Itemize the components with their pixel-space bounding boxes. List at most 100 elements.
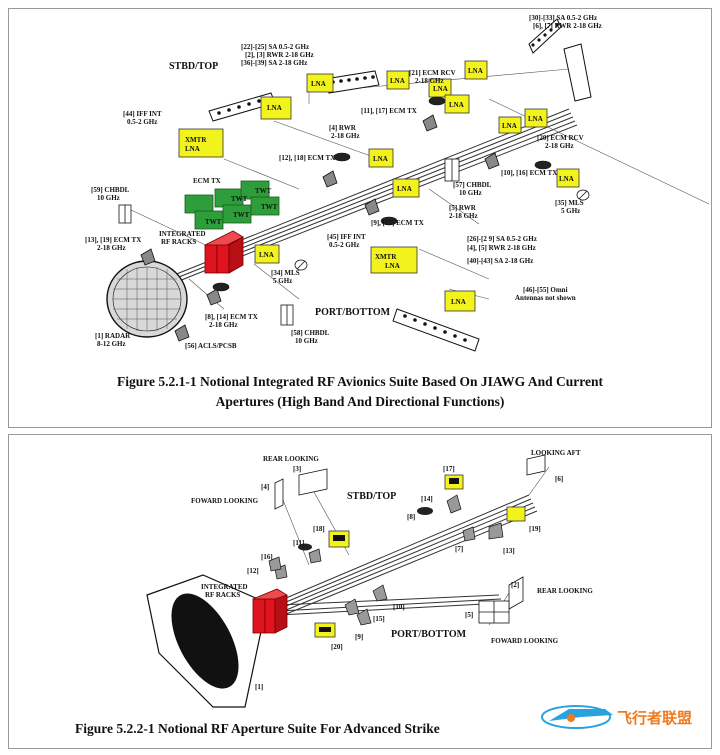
svg-text:FOWARD LOOKING: FOWARD LOOKING: [491, 637, 559, 645]
svg-text:LNA: LNA: [433, 85, 448, 93]
svg-text:PORT/BOTTOM: PORT/BOTTOM: [315, 307, 391, 318]
yellow-module-inserts-2: [319, 478, 459, 632]
svg-text:[14]: [14]: [421, 495, 433, 503]
svg-text:LNA: LNA: [397, 185, 412, 193]
watermark-text: 飞行者联盟: [617, 709, 692, 727]
rwr-spirals: [212, 96, 552, 292]
svg-text:[56] ACLS/PCSB: [56] ACLS/PCSB: [185, 342, 237, 350]
svg-text:LNA: LNA: [451, 298, 466, 306]
svg-text:[13]: [13]: [503, 547, 515, 555]
svg-text:0.5-2 GHz: 0.5-2 GHz: [127, 118, 157, 126]
twt-block: [184, 180, 280, 230]
sa-array-port: [392, 308, 480, 352]
svg-text:XMTR: XMTR: [185, 136, 207, 144]
figure-1-caption-line-1: Figure 5.2.1-1 Notional Integrated RF Av…: [117, 374, 603, 389]
svg-text:LNA: LNA: [449, 101, 464, 109]
svg-text:LOOKING AFT: LOOKING AFT: [531, 449, 581, 457]
figure-1-caption-line-2: Apertures (High Band And Directional Fun…: [215, 394, 505, 409]
svg-text:[11], [17] ECM TX: [11], [17] ECM TX: [361, 107, 417, 115]
watermark-logo: [541, 705, 613, 729]
svg-text:[1] RADAR: [1] RADAR: [95, 332, 131, 340]
svg-text:[8], [14] ECM TX: [8], [14] ECM TX: [205, 313, 258, 321]
horns-2: [268, 494, 504, 626]
figure-2-panel: REAR LOOKING LOOKING AFT FOWARD LOOKING …: [8, 434, 712, 749]
svg-text:[6], [7] RWR 2-18 GHz: [6], [7] RWR 2-18 GHz: [533, 22, 602, 30]
svg-text:[4]: [4]: [261, 483, 269, 491]
svg-text:[20]: [20]: [331, 643, 343, 651]
svg-text:[15]: [15]: [373, 615, 385, 623]
svg-text:[44] IFF INT: [44] IFF INT: [123, 110, 162, 118]
svg-text:[6]: [6]: [555, 475, 563, 483]
svg-text:2-18 GHz: 2-18 GHz: [331, 132, 360, 140]
svg-text:[12]: [12]: [247, 567, 259, 575]
svg-text:10 GHz: 10 GHz: [295, 337, 318, 345]
svg-text:[26]-[2 9] SA 0.5-2 GHz: [26]-[2 9] SA 0.5-2 GHz: [467, 235, 537, 243]
svg-text:10 GHz: 10 GHz: [459, 189, 482, 197]
svg-text:[8]: [8]: [407, 513, 415, 521]
chbdl-antennas: [118, 158, 460, 326]
svg-text:2-18 GHz: 2-18 GHz: [97, 244, 126, 252]
svg-text:LNA: LNA: [311, 80, 326, 88]
svg-text:[16]: [16]: [261, 553, 273, 561]
svg-text:[3]: [3]: [293, 465, 301, 473]
svg-text:2-18 GHz: 2-18 GHz: [449, 212, 478, 220]
svg-text:5 GHz: 5 GHz: [273, 277, 292, 285]
svg-text:LNA: LNA: [468, 67, 483, 75]
svg-text:TWT: TWT: [261, 203, 278, 211]
svg-text:STBD/TOP: STBD/TOP: [347, 491, 396, 502]
svg-text:[5]: [5]: [465, 611, 473, 619]
svg-text:LNA: LNA: [390, 77, 405, 85]
svg-text:[21] ECM RCV: [21] ECM RCV: [409, 69, 456, 77]
aperture-boxes-2: [274, 454, 546, 624]
svg-text:PORT/BOTTOM: PORT/BOTTOM: [391, 629, 467, 640]
svg-text:[13], [19] ECM TX: [13], [19] ECM TX: [85, 236, 141, 244]
svg-text:[35] MLS: [35] MLS: [555, 199, 584, 207]
svg-text:LNA: LNA: [528, 115, 543, 123]
figure-1-panel: LNA LNA LNA LNA LNA LNA LNA LNA LNA LNA …: [8, 8, 712, 428]
svg-text:[5] RWR: [5] RWR: [449, 204, 477, 212]
figure-2-diagram: REAR LOOKING LOOKING AFT FOWARD LOOKING …: [146, 449, 692, 729]
svg-text:10 GHz: 10 GHz: [97, 194, 120, 202]
lna-labels: LNA LNA LNA LNA LNA LNA LNA LNA LNA LNA …: [185, 67, 574, 306]
svg-text:INTEGRATED: INTEGRATED: [159, 230, 206, 238]
figure-2-caption: Figure 5.2.2-1 Notional RF Aperture Suit…: [75, 721, 440, 736]
svg-text:[34] MLS: [34] MLS: [271, 269, 300, 277]
figure-1-diagram: LNA LNA LNA LNA LNA LNA LNA LNA LNA LNA …: [85, 14, 710, 352]
integrated-rf-racks-2: [252, 588, 288, 634]
svg-text:[36]-[39] SA 2-18 GHz: [36]-[39] SA 2-18 GHz: [241, 59, 307, 67]
svg-text:[40]-[43] SA 2-18 GHz: [40]-[43] SA 2-18 GHz: [467, 257, 533, 265]
svg-text:[57] CHBDL: [57] CHBDL: [453, 181, 492, 189]
svg-text:TWT: TWT: [233, 211, 250, 219]
svg-text:LNA: LNA: [373, 155, 388, 163]
svg-text:[17]: [17]: [443, 465, 455, 473]
svg-text:[18]: [18]: [313, 525, 325, 533]
sa-array-top-right: [528, 18, 562, 54]
svg-text:5 GHz: 5 GHz: [561, 207, 580, 215]
svg-text:[45] IFF INT: [45] IFF INT: [327, 233, 366, 241]
svg-text:FOWARD LOOKING: FOWARD LOOKING: [191, 497, 259, 505]
figure-1-labels: STBD/TOP PORT/BOTTOM ECM TX INTEGRATED R…: [85, 14, 602, 350]
svg-text:[12], [18] ECM TX: [12], [18] ECM TX: [279, 154, 335, 162]
svg-text:8-12 GHz: 8-12 GHz: [97, 340, 126, 348]
svg-text:REAR LOOKING: REAR LOOKING: [263, 455, 319, 463]
svg-text:0.5-2 GHz: 0.5-2 GHz: [329, 241, 359, 249]
svg-text:XMTR: XMTR: [375, 253, 397, 261]
svg-text:[59] CHBDL: [59] CHBDL: [91, 186, 130, 194]
radar-dish: [106, 260, 188, 338]
svg-text:[11]: [11]: [293, 539, 304, 547]
svg-text:RF RACKS: RF RACKS: [161, 238, 196, 246]
svg-text:TWT: TWT: [255, 187, 272, 195]
figure-2-labels: REAR LOOKING LOOKING AFT FOWARD LOOKING …: [191, 449, 593, 691]
svg-text:LNA: LNA: [502, 122, 517, 130]
svg-text:[46]-[55] Omni: [46]-[55] Omni: [523, 286, 568, 294]
svg-text:LNA: LNA: [185, 145, 200, 153]
svg-text:REAR LOOKING: REAR LOOKING: [537, 587, 593, 595]
svg-text:ECM TX: ECM TX: [193, 177, 221, 185]
lna-modules: [178, 60, 580, 312]
svg-text:LNA: LNA: [385, 262, 400, 270]
radar-aperture-2: [146, 574, 268, 708]
cable-harness-2: [238, 494, 538, 618]
svg-text:[2]: [2]: [511, 581, 519, 589]
svg-text:2-18 GHz: 2-18 GHz: [545, 142, 574, 150]
mls-antennas: [294, 189, 590, 271]
